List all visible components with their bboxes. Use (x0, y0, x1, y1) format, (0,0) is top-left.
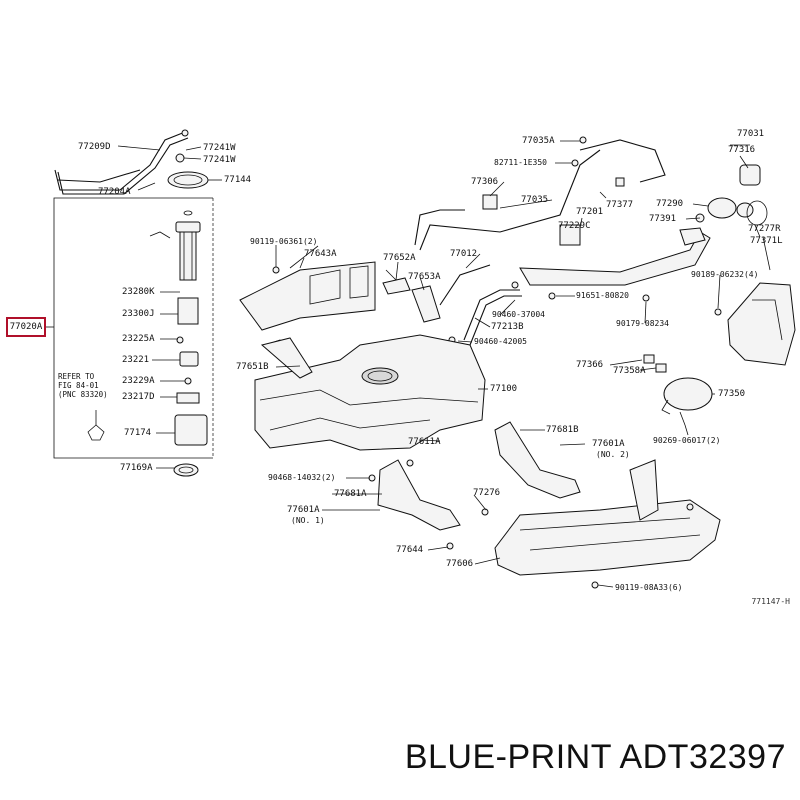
part-label-77601a-no2-note: (NO. 2) (596, 450, 630, 459)
heat-insulator (239, 261, 376, 331)
part-label-77651b[interactable]: 77651B (236, 362, 269, 372)
part-label-77290[interactable]: 77290 (656, 199, 684, 209)
part-label-77601a-no1[interactable]: 77601A (287, 505, 320, 515)
assembly-bracket (53, 197, 62, 459)
part-label-77144[interactable]: 77144 (224, 175, 252, 185)
part-label-23221[interactable]: 23221 (122, 355, 150, 365)
part-label-23229a[interactable]: 23229A (122, 376, 155, 386)
part-label-77643a[interactable]: 77643A (304, 249, 337, 259)
tank-pump-opening (361, 367, 399, 385)
part-label-77601a-no2[interactable]: 77601A (592, 439, 625, 449)
fuel-cap (739, 164, 761, 186)
fuel-filter (176, 392, 200, 404)
part-label-77652a[interactable]: 77652A (383, 253, 416, 263)
assembly-label-77020a[interactable]: 77020A (6, 317, 46, 337)
part-label-23217d[interactable]: 23217D (122, 392, 155, 402)
part-label-90460-37004[interactable]: 90460-37004 (492, 310, 545, 319)
part-label-77174[interactable]: 77174 (124, 428, 152, 438)
figure-code: 771147-H (751, 597, 790, 606)
part-label-90468-14032[interactable]: 90468-14032(2) (268, 473, 336, 482)
part-label-77350[interactable]: 77350 (718, 389, 746, 399)
part-label-77371l[interactable]: 77371L (750, 236, 783, 246)
part-label-77391[interactable]: 77391 (649, 214, 677, 224)
filler-hose (463, 289, 520, 341)
part-label-77377[interactable]: 77377 (606, 200, 634, 210)
band-77651b (260, 337, 313, 379)
part-label-77204a[interactable]: 77204A (98, 187, 131, 197)
fuel-pump (179, 351, 199, 367)
part-label-77277r[interactable]: 77277R (748, 224, 781, 234)
filler-cap-seal (707, 197, 737, 219)
vent-hose (439, 264, 491, 306)
part-label-77169a[interactable]: 77169A (120, 463, 153, 473)
sender-gauge (87, 424, 105, 441)
part-label-77653a[interactable]: 77653A (408, 272, 441, 282)
charcoal-fitting (482, 194, 498, 210)
part-label-77276[interactable]: 77276 (473, 488, 501, 498)
breather-line (414, 209, 465, 246)
fuel-line-upper (54, 131, 186, 191)
part-label-77606[interactable]: 77606 (446, 559, 474, 569)
part-label-77611a[interactable]: 77611A (408, 437, 441, 447)
part-label-77031[interactable]: 77031 (737, 129, 765, 139)
part-label-91651-80820[interactable]: 91651-80820 (576, 291, 629, 300)
part-label-90189-06232[interactable]: 90189-06232(4) (691, 270, 759, 279)
part-label-90119-06361[interactable]: 90119-06361(2) (250, 237, 318, 246)
part-label-82711-1e350[interactable]: 82711-1E350 (494, 158, 547, 167)
part-label-77012[interactable]: 77012 (450, 249, 478, 259)
part-label-77681b[interactable]: 77681B (546, 425, 579, 435)
part-label-77358a[interactable]: 77358A (613, 366, 646, 376)
pump-body (179, 231, 197, 281)
brand-part-number: BLUE-PRINT ADT32397 (404, 738, 786, 776)
part-label-77316[interactable]: 77316 (728, 145, 756, 155)
fuel-lid (663, 377, 713, 411)
fuel-tank (254, 334, 486, 451)
pump-module (177, 297, 199, 325)
part-label-90460-42005[interactable]: 90460-42005 (474, 337, 527, 346)
part-label-77035a[interactable]: 77035A (522, 136, 555, 146)
part-label-77100[interactable]: 77100 (490, 384, 518, 394)
part-label-77213b[interactable]: 77213B (491, 322, 524, 332)
band-77601a-no1 (377, 459, 461, 531)
assembly-label-text: 77020A (9, 322, 43, 332)
protector-77653a (411, 285, 441, 323)
tank-protector (494, 499, 721, 576)
part-label-77241w-b[interactable]: 77241W (203, 155, 236, 165)
gasket-77169a (173, 463, 199, 477)
part-label-23225a[interactable]: 23225A (122, 334, 155, 344)
part-label-90119-08a33[interactable]: 90119-08A33(6) (615, 583, 683, 592)
reference-note: REFER TO FIG 84-01 (PNC 83320) (58, 372, 108, 399)
part-label-23280k[interactable]: 23280K (122, 287, 155, 297)
pump-top-flange (175, 221, 201, 233)
part-label-77241w-a[interactable]: 77241W (203, 143, 236, 153)
pump-filter-77174 (174, 414, 208, 446)
part-label-77306[interactable]: 77306 (471, 177, 499, 187)
bracket-77229c (559, 224, 581, 246)
part-label-77366[interactable]: 77366 (576, 360, 604, 370)
part-label-77201[interactable]: 77201 (576, 207, 604, 217)
part-label-90179-08234[interactable]: 90179-08234 (616, 319, 669, 328)
fuel-inlet-pipe (519, 231, 711, 286)
part-label-77644[interactable]: 77644 (396, 545, 424, 555)
part-label-77035[interactable]: 77035 (521, 195, 549, 205)
part-label-77209d[interactable]: 77209D (78, 142, 111, 152)
band-77601a-no2 (494, 421, 581, 499)
part-label-77681a[interactable]: 77681A (334, 489, 367, 499)
splash-guard (727, 282, 796, 366)
part-label-90269-06017[interactable]: 90269-06017(2) (653, 436, 721, 445)
part-label-23300j[interactable]: 23300J (122, 309, 155, 319)
part-label-77229c[interactable]: 77229C (558, 221, 591, 231)
clip-77241w (175, 153, 185, 163)
part-label-77601a-no1-note: (NO. 1) (291, 516, 325, 525)
